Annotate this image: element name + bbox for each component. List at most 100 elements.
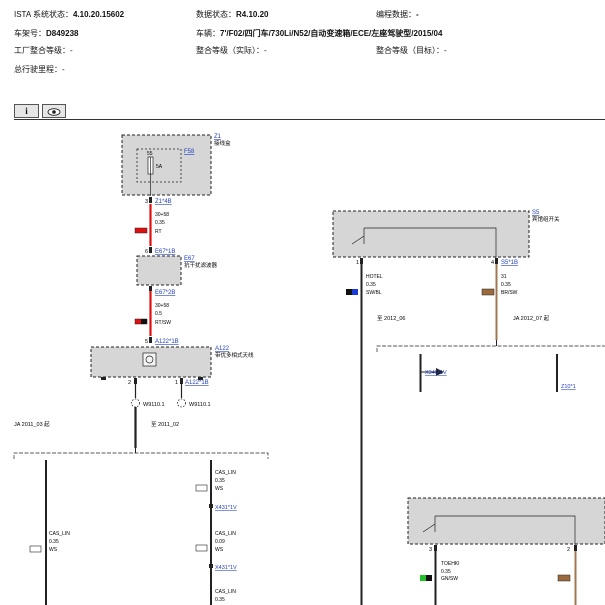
factory-integration-label: 工厂整合等级： xyxy=(14,46,70,55)
programming-data: 编程数据：- xyxy=(376,9,419,20)
ista-status-label: ISTA 系统状态： xyxy=(14,10,73,19)
total-mileage-value: - xyxy=(62,65,65,74)
s5-pin-4: 4 xyxy=(491,260,494,266)
programming-data-label: 编程数据： xyxy=(376,10,416,19)
antenna-icon-ring xyxy=(145,355,154,364)
variant-brace-right xyxy=(376,345,605,352)
toolbar-divider xyxy=(14,119,605,120)
integration-target-label: 整合等级（目标）： xyxy=(376,46,444,55)
antenna-icon xyxy=(142,352,157,367)
x346-connector-link[interactable]: X346*1V xyxy=(425,370,447,376)
total-mileage: 总行驶里程：- xyxy=(14,64,65,75)
cas-r1-color: WS xyxy=(215,486,224,492)
z1-link[interactable]: Z1 xyxy=(214,134,222,140)
programming-data-value: - xyxy=(416,10,419,19)
s5-pin-4-marker xyxy=(495,258,498,264)
cas-r1-name: CAS_LIN xyxy=(215,470,236,476)
cas-r3-name: CAS_LIN xyxy=(215,589,236,595)
s5-connector-link[interactable]: S5*1B xyxy=(501,260,518,266)
w31-color-swatch xyxy=(481,288,495,296)
integration-level-target: 整合等级（目标）：- xyxy=(376,45,447,56)
f58-link[interactable]: F58 xyxy=(184,149,195,155)
e67-pin-marker-2 xyxy=(149,286,152,291)
wire2-color-swatch-dark xyxy=(141,319,147,324)
f58-rating: 5A xyxy=(156,164,163,170)
w9110-label-b: W9110.1 xyxy=(189,402,211,408)
z1-pin-3: 3 xyxy=(145,199,148,205)
s5-link[interactable]: S5 xyxy=(532,210,540,216)
w31-size: 0.35 xyxy=(501,282,511,288)
cas-left-swatch xyxy=(29,545,42,553)
wire1-color-swatch xyxy=(134,227,148,234)
note-to-2011: 至 2011_02 xyxy=(151,421,179,428)
hotel-color: SW/BL xyxy=(366,290,382,296)
lower-switch-box[interactable] xyxy=(407,497,605,545)
frame-number: 车架号：D849238 xyxy=(14,28,78,39)
x431-connector-b-link[interactable]: X431*1V xyxy=(215,565,237,571)
z1-desc: 接线盒 xyxy=(214,139,231,147)
info-button[interactable]: i xyxy=(14,104,39,118)
a122-pin-marker xyxy=(149,337,152,343)
s5-switch-box[interactable] xyxy=(332,210,530,258)
lower-pin-2-marker xyxy=(574,545,577,551)
info-icon: i xyxy=(25,106,28,116)
cas-r1-swatch xyxy=(195,484,208,492)
vehicle-value: 7'/F02/四门车/730Li/N52/自动变速箱/ECE/左座驾驶型/201… xyxy=(220,29,443,38)
vehicle-label: 车辆： xyxy=(196,29,220,38)
toehk-color: GN/SW xyxy=(441,576,458,582)
a122-pin-1-marker xyxy=(180,378,183,384)
frame-number-label: 车架号： xyxy=(14,29,46,38)
note-ja-2011: JA 2011_03 起 xyxy=(14,421,50,428)
integration-level-actual: 整合等级（实际）：- xyxy=(196,45,267,56)
e67-filter-box[interactable] xyxy=(136,255,182,286)
cas-r2-color: WS xyxy=(215,547,224,553)
x431-connector-a-link[interactable]: X431*1V xyxy=(215,505,237,511)
cas-r1-size: 0.35 xyxy=(215,478,225,484)
s5-desc: 宾馆组开关 xyxy=(532,215,560,223)
s5-pin-1-marker xyxy=(360,258,363,264)
cas-r2-name: CAS_LIN xyxy=(215,531,236,537)
toehk-color-swatch-dark xyxy=(426,575,432,581)
a122-ground-right xyxy=(198,377,203,380)
a122-pin-1: 1 xyxy=(175,380,178,386)
wire2-size: 0.5 xyxy=(155,311,162,317)
lower-pin-3: 3 xyxy=(429,547,432,553)
lower-pin-3-marker xyxy=(434,545,437,551)
a122-connector-link[interactable]: A122*1B xyxy=(155,339,179,345)
vehicle-info: 车辆：7'/F02/四门车/730Li/N52/自动变速箱/ECE/左座驾驶型/… xyxy=(196,28,442,39)
e67-link[interactable]: E67 xyxy=(184,256,195,262)
e67-connector-2-link[interactable]: E67*2B xyxy=(155,290,175,296)
toehk-name: TOEHKI xyxy=(441,561,460,567)
x431-connector-b-marker xyxy=(209,564,213,568)
hotel-color-swatch-blue xyxy=(352,289,358,295)
factory-integration-level: 工厂整合等级：- xyxy=(14,45,73,56)
lower-switch-symbol xyxy=(422,515,576,545)
wiring-diagram: 55 5A Z1 接线盒 F58 3 Z1*4B 30+58 0.35 RT 6… xyxy=(13,134,605,605)
toehk-size: 0.35 xyxy=(441,569,451,575)
a122-pin-2-marker xyxy=(134,378,137,384)
wire1-color: RT xyxy=(155,229,162,235)
w9110-splice-a[interactable] xyxy=(131,398,140,408)
w31-color: BR/SW xyxy=(501,290,518,296)
view-button[interactable] xyxy=(42,104,66,118)
f58-fuse-box[interactable] xyxy=(136,148,182,183)
data-status-label: 数据状态： xyxy=(196,10,236,19)
arrow-right-icon[interactable] xyxy=(436,368,444,376)
ista-status-value: 4.10.20.15602 xyxy=(72,10,125,19)
w9110-splice-b[interactable] xyxy=(177,398,186,408)
a122-link[interactable]: A122 xyxy=(215,346,230,352)
z10-connector-link[interactable]: Z10*1 xyxy=(561,384,576,390)
f58-pin-label: 55 xyxy=(147,151,153,157)
factory-integration-value: - xyxy=(70,46,73,55)
cas-r3-size: 0.35 xyxy=(215,597,225,603)
hotel-name: HOTEL xyxy=(366,274,383,280)
integration-actual-label: 整合等级（实际）： xyxy=(196,46,264,55)
hotel-size: 0.35 xyxy=(366,282,376,288)
a122-connector-2-link[interactable]: A122*1B xyxy=(185,380,209,386)
eye-icon xyxy=(47,106,61,116)
cas-r2-swatch xyxy=(195,544,208,552)
z1-connector-link[interactable]: Z1*4B xyxy=(155,199,172,205)
e67-connector-link[interactable]: E67*1B xyxy=(155,249,175,255)
data-status-value: R4.10.20 xyxy=(236,10,269,19)
note-to-2012: 至 2012_06 xyxy=(377,315,405,322)
